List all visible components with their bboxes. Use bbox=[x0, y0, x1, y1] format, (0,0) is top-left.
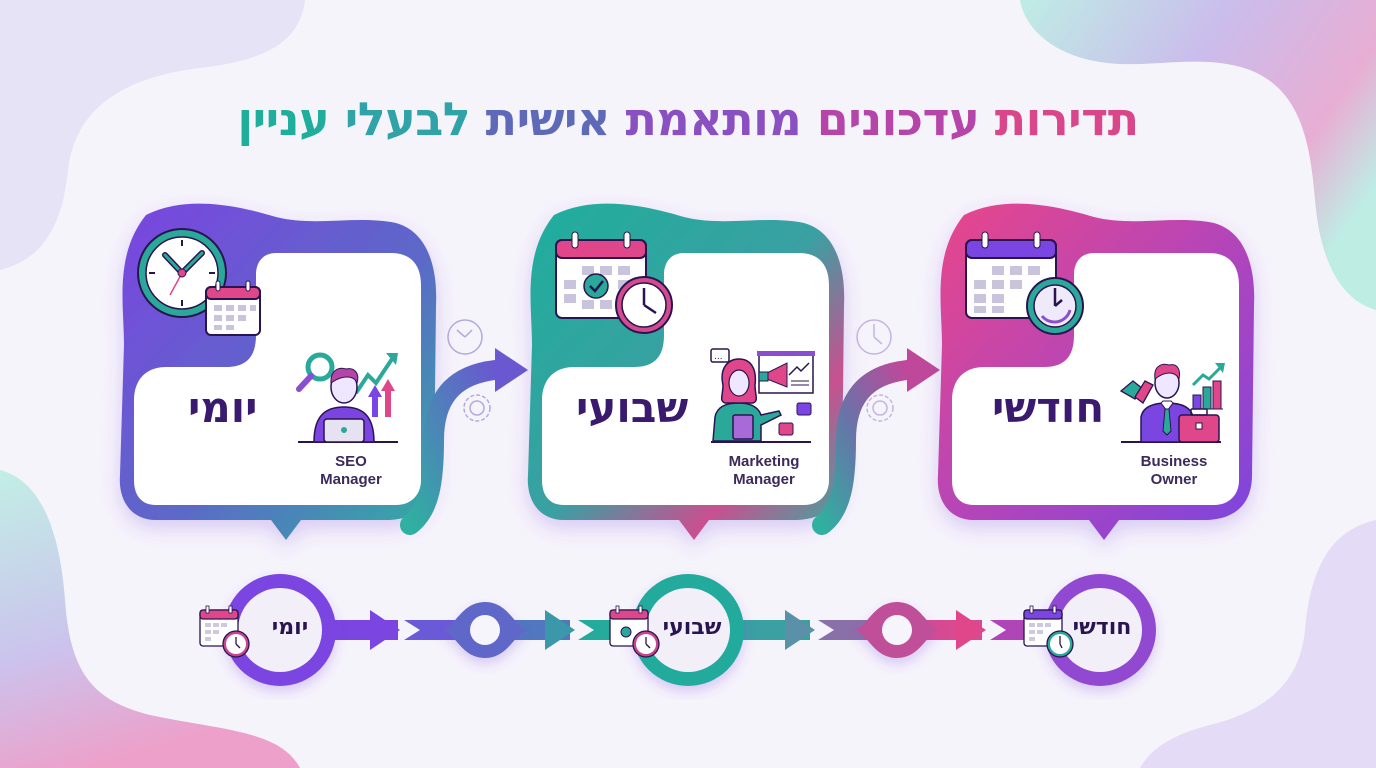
calendar-clock-icon bbox=[965, 231, 1084, 335]
timeline-midpoint-2 bbox=[852, 602, 942, 658]
role-label: Marketing Manager bbox=[728, 453, 800, 488]
calendar-clock-icon bbox=[199, 605, 250, 658]
connector-arrow-2 bbox=[812, 319, 940, 535]
gear-refresh-icon bbox=[866, 394, 894, 422]
card-daily: יומי SEO Manager bbox=[106, 195, 446, 555]
frequency-label: חודשי bbox=[992, 383, 1105, 432]
title-word: מותאמת bbox=[625, 92, 802, 146]
connector-arrow-1 bbox=[400, 319, 528, 535]
business-owner-briefcase-icon bbox=[1119, 363, 1225, 443]
role-label: SEO Manager bbox=[320, 453, 382, 488]
card-weekly: שבועי ... Marketing Manager bbox=[514, 195, 854, 555]
calendar-check-clock-icon bbox=[609, 605, 660, 658]
timeline-label-weekly: שבועי bbox=[662, 615, 722, 640]
frequency-label: יומי bbox=[188, 383, 258, 432]
title-word: אישית bbox=[485, 92, 611, 146]
marketing-manager-megaphone-icon: ... bbox=[710, 348, 815, 443]
timeline-node-monthly bbox=[1044, 574, 1156, 686]
clock-outline-icon bbox=[447, 319, 483, 355]
title-word: לבעלי bbox=[344, 92, 471, 146]
gear-clock-icon bbox=[463, 394, 491, 422]
clock-refresh-icon bbox=[856, 319, 892, 355]
title-word: עדכונים bbox=[816, 92, 980, 146]
role-label: Business Owner bbox=[1140, 453, 1208, 488]
card-monthly: חודשי Business Owner bbox=[924, 195, 1264, 555]
calendar-check-clock-icon bbox=[555, 231, 673, 334]
svg-text:...: ... bbox=[714, 352, 723, 362]
clock-calendar-icon bbox=[137, 228, 261, 336]
frequency-label: שבועי bbox=[576, 383, 689, 432]
timeline-label-daily: יומי bbox=[271, 615, 309, 640]
page-title: תדירות עדכונים מותאמת אישית לבעלי עניין bbox=[0, 92, 1376, 146]
title-word: תדירות bbox=[994, 92, 1139, 146]
calendar-clock-icon bbox=[1023, 605, 1074, 658]
title-word: עניין bbox=[237, 92, 330, 146]
timeline-label-monthly: חודשי bbox=[1072, 615, 1132, 640]
frequency-timeline bbox=[199, 574, 1156, 686]
timeline-node-weekly bbox=[632, 574, 744, 686]
timeline-node-daily bbox=[224, 574, 336, 686]
timeline-midpoint-1 bbox=[440, 602, 530, 658]
seo-manager-laptop-icon bbox=[296, 352, 398, 443]
